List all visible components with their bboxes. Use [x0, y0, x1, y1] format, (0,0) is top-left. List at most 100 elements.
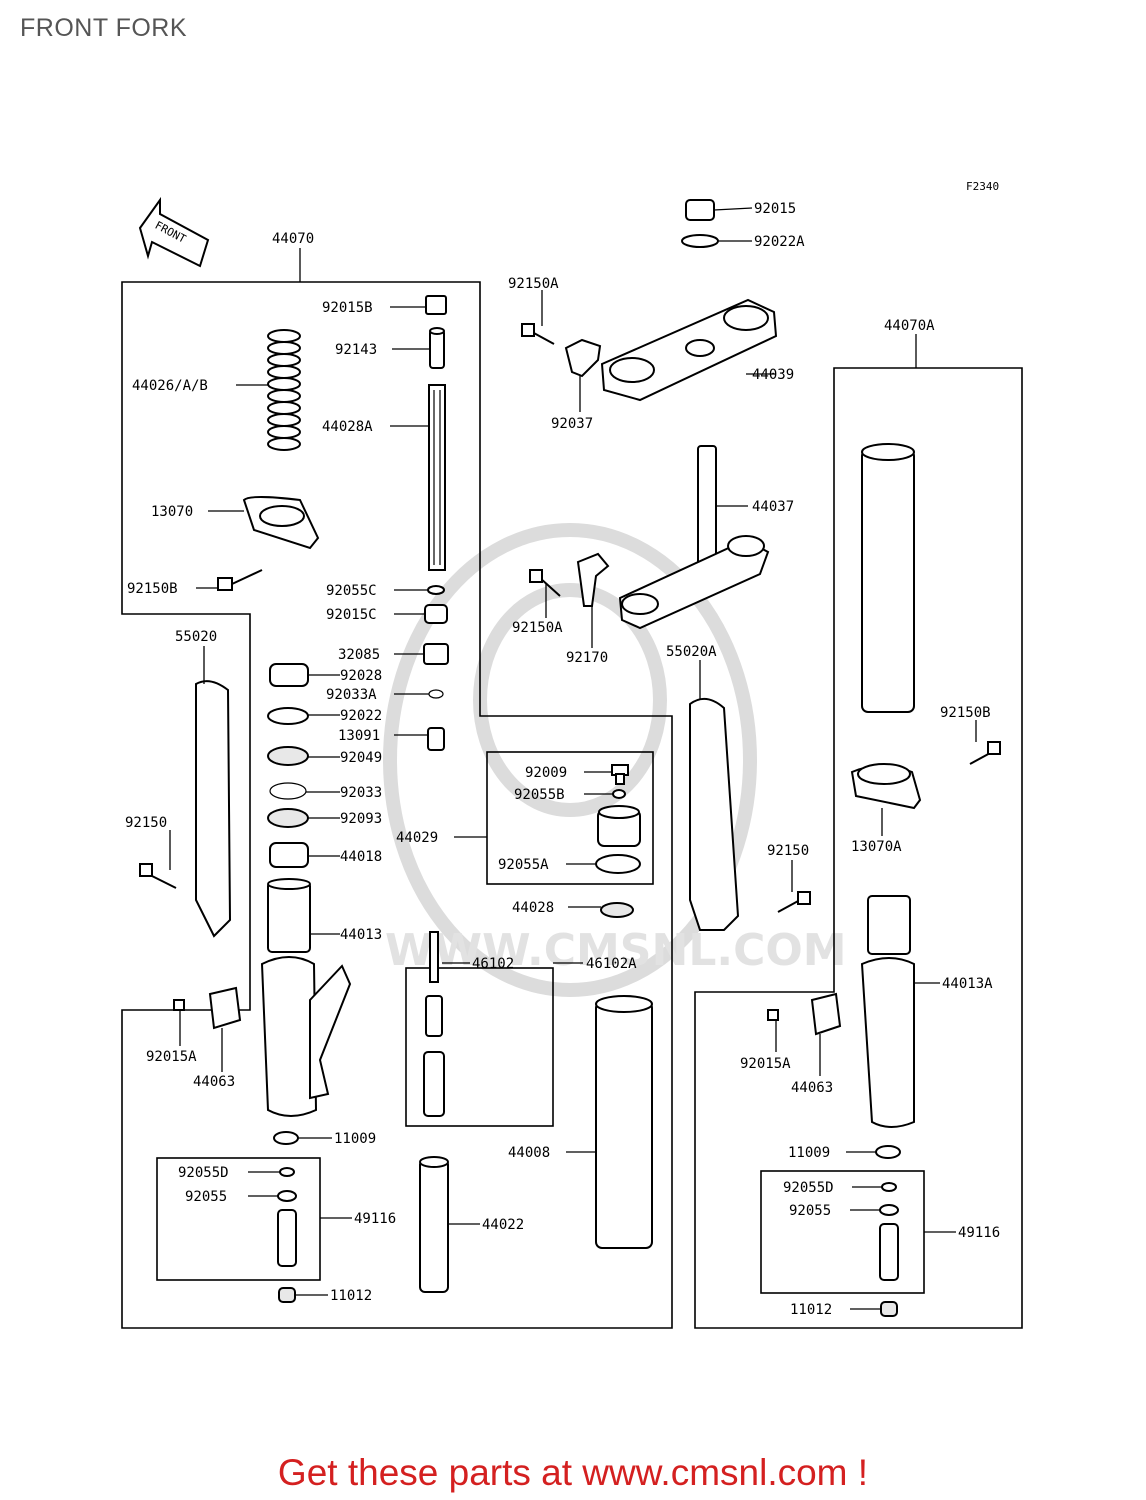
tube-44008	[595, 995, 653, 1249]
bolt-92015A-right	[767, 1009, 779, 1021]
label-92028: 92028	[340, 668, 382, 684]
plug-13091	[427, 727, 445, 751]
valve-49116-left	[277, 1209, 297, 1267]
nut-92015B	[425, 295, 447, 315]
bolt-92150-right	[777, 891, 811, 913]
tube-44022	[419, 1156, 449, 1293]
label-44037: 44037	[752, 499, 794, 515]
label-92022A: 92022A	[754, 234, 805, 250]
ring-92055-left	[277, 1190, 297, 1202]
collar-92143	[429, 327, 445, 369]
label-44039: 44039	[752, 367, 794, 383]
subassembly-box-46102A	[405, 967, 554, 1127]
label-44063-right: 44063	[791, 1080, 833, 1096]
label-44018: 44018	[340, 849, 382, 865]
nut-11012-left	[278, 1287, 296, 1303]
label-44026: 44026/A/B	[132, 378, 208, 394]
label-92055D-right: 92055D	[783, 1180, 834, 1196]
bracket-92170	[576, 552, 610, 607]
seal-92049	[267, 746, 309, 766]
label-92055D-left: 92055D	[178, 1165, 229, 1181]
tube-44013	[267, 878, 311, 953]
label-11009-right: 11009	[788, 1145, 830, 1161]
label-92049: 92049	[340, 750, 382, 766]
ring-92055-right	[879, 1204, 899, 1216]
label-92033: 92033	[340, 785, 382, 801]
cap-44029	[597, 805, 641, 847]
assembly-box-44070	[121, 281, 673, 1329]
assembly-box-44070A	[694, 367, 1023, 1329]
label-55020: 55020	[175, 629, 217, 645]
valve-49116-right	[879, 1223, 899, 1281]
washer-11009-right	[875, 1145, 901, 1159]
nut-92015	[685, 199, 715, 221]
washer-92028	[269, 663, 309, 687]
bushing-44018	[269, 842, 309, 868]
label-44063-left: 44063	[193, 1074, 235, 1090]
bolt-92015A-left	[173, 999, 185, 1011]
guard-55020A	[689, 697, 740, 931]
ring-92055D-left	[279, 1167, 295, 1177]
seal-92022	[267, 707, 309, 725]
label-49116-right: 49116	[958, 1225, 1000, 1241]
label-92009: 92009	[525, 765, 567, 781]
seal-92093	[267, 808, 309, 828]
label-44028: 44028	[512, 900, 554, 916]
label-44013: 44013	[340, 927, 382, 943]
washer-11009-left	[273, 1131, 299, 1145]
label-92150A-mid: 92150A	[512, 620, 563, 636]
collar-92015C	[424, 604, 448, 624]
label-13091: 13091	[338, 728, 380, 744]
leader-lines	[169, 207, 977, 1310]
page-title: FRONT FORK	[20, 14, 188, 42]
top-clamp-44039	[600, 298, 778, 402]
bolt-92150-left	[139, 863, 177, 889]
label-92015: 92015	[754, 201, 796, 217]
label-92033A: 92033A	[326, 687, 377, 703]
tube-44013A	[860, 895, 915, 1128]
label-92143: 92143	[335, 342, 377, 358]
label-11012-right: 11012	[790, 1302, 832, 1318]
label-92055A: 92055A	[498, 857, 549, 873]
watermark: WWW.CMSNL.COM	[383, 523, 847, 997]
subassembly-box-44029	[486, 751, 654, 885]
label-44022: 44022	[482, 1217, 524, 1233]
label-92055B: 92055B	[514, 787, 565, 803]
front-arrow-icon: FRONT	[138, 196, 210, 268]
bolt-92150A-mid	[529, 569, 561, 597]
spring-44026	[267, 329, 301, 451]
nut-11012-right	[880, 1301, 898, 1317]
bracket-92037	[564, 338, 602, 378]
ring-92033	[269, 782, 307, 800]
bolt-92150B-left	[217, 569, 263, 591]
label-92093: 92093	[340, 811, 382, 827]
diagram-code: F2340	[966, 180, 999, 193]
oring-92055A	[595, 854, 641, 874]
label-11012-left: 11012	[330, 1288, 372, 1304]
label-92015A-right: 92015A	[740, 1056, 791, 1072]
rod-46102	[423, 931, 445, 1117]
label-92015B: 92015B	[322, 300, 373, 316]
label-92150-left: 92150	[125, 815, 167, 831]
bolt-92150A-top	[521, 323, 555, 345]
label-92170: 92170	[566, 650, 608, 666]
label-92150A-top: 92150A	[508, 276, 559, 292]
bushing-32085	[423, 643, 449, 665]
footer-promo-text[interactable]: Get these parts at www.cmsnl.com !	[277, 1452, 869, 1493]
label-55020A: 55020A	[666, 644, 717, 660]
bolt-92009	[611, 764, 629, 785]
clip-92033A	[428, 689, 444, 699]
clamp-13070	[242, 496, 320, 550]
label-13070A: 13070A	[851, 839, 902, 855]
label-92037: 92037	[551, 416, 593, 432]
ring-92055C	[427, 585, 445, 595]
label-46102: 46102	[472, 956, 514, 972]
stem-44037	[618, 445, 770, 630]
bolt-92150B-right	[969, 741, 1001, 765]
label-49116-left: 49116	[354, 1211, 396, 1227]
guard-55020	[195, 680, 232, 938]
rod-44028A	[428, 384, 446, 571]
label-44070A: 44070A	[884, 318, 935, 334]
label-11009-left: 11009	[334, 1131, 376, 1147]
